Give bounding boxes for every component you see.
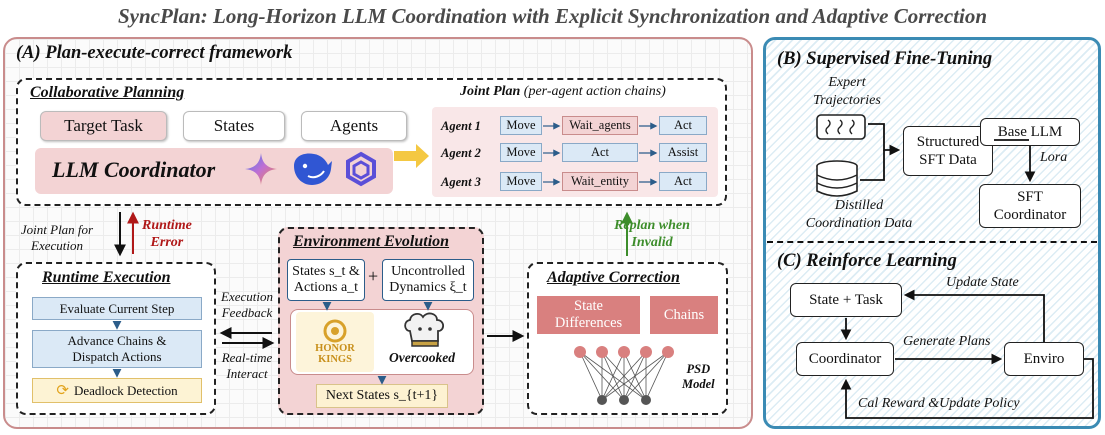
chains-label: Chains xyxy=(663,306,705,323)
cal-reward-label: Cal Reward &Update Policy xyxy=(858,396,1020,411)
agent-2-action-assist: Assist xyxy=(659,143,707,162)
chef-hat-icon xyxy=(402,311,448,349)
deadlock-detection-label: Deadlock Detection xyxy=(73,382,178,398)
agent-3-action-wait-entity: Wait_entity xyxy=(562,172,638,191)
runtime-error-note: Runtime Error xyxy=(142,218,192,250)
joint-plan-heading: Joint Plan (per-agent action chains) xyxy=(460,84,666,100)
environment-evolution-title: Environment Evolution xyxy=(293,233,450,250)
adaptive-correction-title: Adaptive Correction xyxy=(547,269,680,286)
base-llm-box: Base LLM xyxy=(980,118,1080,146)
agent-3-action-act: Act xyxy=(659,172,707,191)
agent-2-action-move: Move xyxy=(500,143,542,162)
state-task-box: State + Task xyxy=(790,283,902,317)
gemini-logo-icon xyxy=(244,152,278,186)
distilled-coordination-data-label: Distilled Coordination Data xyxy=(805,198,913,231)
runtime-execution-title: Runtime Execution xyxy=(42,269,171,286)
uncontrolled-dynamics-box: Uncontrolled Dynamics ξ_t xyxy=(382,259,474,301)
honor-emblem-icon xyxy=(323,319,347,343)
state-differences-box: State Differences xyxy=(537,296,640,334)
chains-box: Chains xyxy=(650,296,718,334)
agents-input: Agents xyxy=(301,111,407,141)
next-states-label: Next States s_{t+1} xyxy=(325,388,439,403)
honor-of-kings-logo: HONOR KINGS xyxy=(296,312,374,372)
advance-chains-dispatch-actions: Advance Chains & Dispatch Actions xyxy=(32,330,202,368)
panel-b-title: (B) Supervised Fine-Tuning xyxy=(777,49,993,69)
agent-2-action-act: Act xyxy=(562,143,638,162)
uncontrolled-dynamics-label: Uncontrolled Dynamics ξ_t xyxy=(389,263,467,295)
llm-coordinator-bar xyxy=(35,148,393,194)
structured-sft-data-box: Structured SFT Data xyxy=(903,126,993,176)
sft-coordinator-box: SFT Coordinator xyxy=(979,184,1081,228)
llm-coordinator-label: LLM Coordinator xyxy=(52,157,216,182)
panel-c-title: (C) Reinforce Learning xyxy=(777,251,957,271)
deadlock-detection: ⟳ Deadlock Detection xyxy=(32,378,202,403)
agent-2-label: Agent 2 xyxy=(441,146,481,160)
collaborative-planning-title: Collaborative Planning xyxy=(30,84,185,101)
plus-sign: + xyxy=(368,266,379,286)
adaptive-correction-box xyxy=(527,262,728,415)
deepseek-logo-icon xyxy=(290,150,334,188)
enviro-box: Enviro xyxy=(1004,342,1084,376)
psd-model-label: PSD Model xyxy=(682,362,715,391)
states-actions-box: States s_t & Actions a_t xyxy=(287,259,365,301)
trajectories-icon xyxy=(816,114,866,140)
joint-plan-for-execution-note: Joint Plan for Execution xyxy=(20,222,94,254)
joint-plan-title: Joint Plan xyxy=(460,84,521,99)
agent-3-label: Agent 3 xyxy=(441,175,481,189)
joint-plan-subtitle: (per-agent action chains) xyxy=(523,84,666,99)
update-state-label: Update State xyxy=(946,275,1019,290)
agent-1-action-move: Move xyxy=(500,116,542,135)
execution-feedback-note: Execution Feedback xyxy=(221,289,273,321)
panel-a-title: (A) Plan-execute-correct framework xyxy=(16,43,293,63)
coordinator-box: Coordinator xyxy=(796,342,894,376)
coordinator-to-plan-arrow xyxy=(394,143,430,169)
target-task-input: Target Task xyxy=(40,111,167,141)
states-input: States xyxy=(183,111,285,141)
generate-plans-label: Generate Plans xyxy=(903,334,991,349)
evaluate-current-step: Evaluate Current Step xyxy=(32,297,202,320)
realtime-interact-note: Real-time Interact xyxy=(221,350,273,382)
database-icon xyxy=(815,160,859,198)
agent-1-label: Agent 1 xyxy=(441,119,481,133)
state-differences-label: State Differences xyxy=(554,298,623,331)
agent-3-action-move: Move xyxy=(500,172,542,191)
honor-of-kings-label: HONOR KINGS xyxy=(315,342,355,365)
refresh-icon: ⟳ xyxy=(56,383,69,399)
agent-1-action-wait-agents: Wait_agents xyxy=(562,116,638,135)
figure-title: SyncPlan: Long-Horizon LLM Coordination … xyxy=(117,4,988,28)
expert-trajectories-label: Expert Trajectories xyxy=(813,75,881,108)
panel-b xyxy=(763,37,1101,429)
panel-bc-divider xyxy=(767,241,1097,243)
lora-label: Lora xyxy=(1040,150,1068,165)
states-actions-label: States s_t & Actions a_t xyxy=(292,263,360,295)
agent-1-action-act: Act xyxy=(659,116,707,135)
psd-network-icon xyxy=(568,340,678,412)
qwen-logo-icon xyxy=(344,151,378,187)
overcooked-label: Overcooked xyxy=(389,350,455,365)
